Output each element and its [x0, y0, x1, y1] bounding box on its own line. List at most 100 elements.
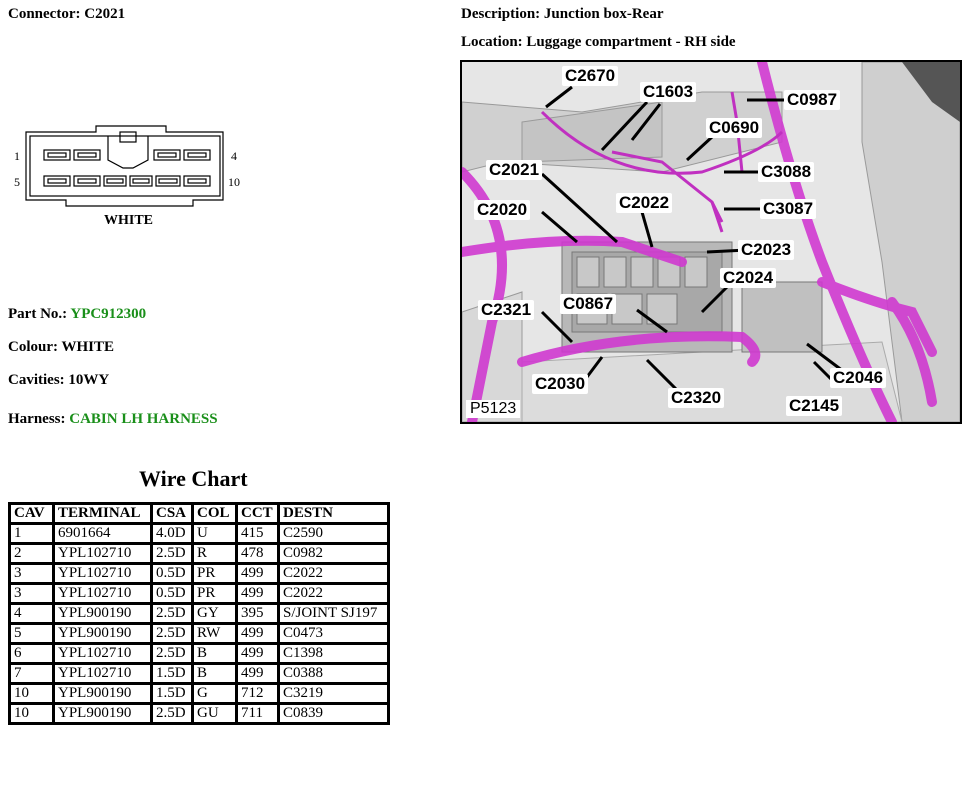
cell-cav: 10	[8, 682, 55, 705]
callout-c1603: C1603	[640, 82, 697, 102]
table-row: 3 YPL102710 0.5D PR 499 C2022	[8, 582, 390, 605]
cell-cav: 4	[8, 602, 55, 625]
cell-destn: C0388	[277, 662, 390, 685]
photo-plate-number: P5123	[466, 400, 521, 418]
location-photo: C2670 C1603 C0987 C0690 C3088 C2021 C308…	[460, 60, 962, 424]
cell-col: RW	[191, 622, 238, 645]
table-row: 5 YPL900190 2.5D RW 499 C0473	[8, 622, 390, 645]
callout-c2023: C2023	[738, 240, 795, 260]
col-destn: DESTN	[277, 502, 390, 525]
callout-c0987: C0987	[784, 90, 841, 110]
harness-line: Harness: CABIN LH HARNESS	[8, 411, 218, 428]
cell-csa: 2.5D	[150, 622, 194, 645]
table-row: 7 YPL102710 1.5D B 499 C0388	[8, 662, 390, 685]
cell-csa: 2.5D	[150, 602, 194, 625]
table-row: 3 YPL102710 0.5D PR 499 C2022	[8, 562, 390, 585]
cell-cct: 499	[235, 642, 280, 665]
callout-c2022: C2022	[616, 193, 673, 213]
cell-col: B	[191, 642, 238, 665]
cell-cav: 1	[8, 522, 55, 545]
cell-cav: 2	[8, 542, 55, 565]
table-row: 1 6901664 4.0D U 415 C2590	[8, 522, 390, 545]
location-label: Location:	[461, 34, 523, 50]
cell-cct: 499	[235, 562, 280, 585]
callout-c2021: C2021	[486, 160, 543, 180]
location-value: Luggage compartment - RH side	[526, 34, 736, 50]
pin-label-5: 5	[14, 175, 20, 189]
cell-cct: 711	[235, 702, 280, 725]
cell-cav: 3	[8, 582, 55, 605]
cell-terminal: YPL900190	[52, 702, 153, 725]
callout-c2030: C2030	[532, 374, 589, 394]
callout-c2024: C2024	[720, 268, 777, 288]
col-col: COL	[191, 502, 238, 525]
cell-terminal: YPL102710	[52, 542, 153, 565]
callout-c2020: C2020	[474, 200, 531, 220]
cell-destn: S/JOINT SJ197	[277, 602, 390, 625]
cell-destn: C3219	[277, 682, 390, 705]
pin-label-4: 4	[231, 149, 237, 163]
cavities-value: 10WY	[68, 372, 110, 388]
cell-destn: C0839	[277, 702, 390, 725]
cell-col: GU	[191, 702, 238, 725]
wire-chart-table: CAV TERMINAL CSA COL CCT DESTN 1 6901664…	[8, 502, 390, 725]
cell-col: R	[191, 542, 238, 565]
table-row: 10 YPL900190 1.5D G 712 C3219	[8, 682, 390, 705]
cell-cav: 7	[8, 662, 55, 685]
cell-csa: 1.5D	[150, 682, 194, 705]
location-line: Location: Luggage compartment - RH side	[461, 34, 736, 51]
cell-terminal: YPL900190	[52, 602, 153, 625]
cavities-line: Cavities: 10WY	[8, 372, 109, 389]
colour-line: Colour: WHITE	[8, 339, 114, 356]
wire-chart-title: Wire Chart	[139, 466, 248, 491]
cell-csa: 2.5D	[150, 702, 194, 725]
description-label: Description:	[461, 6, 541, 22]
connector-line: Connector: C2021	[8, 6, 125, 23]
cell-cct: 499	[235, 582, 280, 605]
cell-terminal: YPL102710	[52, 582, 153, 605]
harness-link[interactable]: CABIN LH HARNESS	[69, 411, 218, 427]
cell-col: B	[191, 662, 238, 685]
description-line: Description: Junction box-Rear	[461, 6, 664, 23]
cell-csa: 1.5D	[150, 662, 194, 685]
pin-label-10: 10	[228, 175, 240, 189]
cell-col: PR	[191, 582, 238, 605]
cell-cav: 3	[8, 562, 55, 585]
cell-cav: 6	[8, 642, 55, 665]
colour-label: Colour:	[8, 339, 58, 355]
cell-destn: C0473	[277, 622, 390, 645]
cavities-label: Cavities:	[8, 372, 65, 388]
colour-value: WHITE	[61, 339, 114, 355]
cell-csa: 4.0D	[150, 522, 194, 545]
col-cav: CAV	[8, 502, 55, 525]
part-no-line: Part No.: YPC912300	[8, 306, 146, 323]
connector-label: Connector:	[8, 6, 81, 22]
cell-terminal: YPL102710	[52, 642, 153, 665]
cell-cct: 712	[235, 682, 280, 705]
cell-destn: C2590	[277, 522, 390, 545]
cell-terminal: YPL900190	[52, 682, 153, 705]
cell-destn: C0982	[277, 542, 390, 565]
cell-cct: 499	[235, 662, 280, 685]
cell-cct: 395	[235, 602, 280, 625]
harness-label: Harness:	[8, 411, 66, 427]
cell-col: U	[191, 522, 238, 545]
connector-diagram: 1 4 5 10 WHITE	[14, 125, 240, 228]
description-value: Junction box-Rear	[543, 6, 664, 22]
table-row: 4 YPL900190 2.5D GY 395 S/JOINT SJ197	[8, 602, 390, 625]
table-row: 2 YPL102710 2.5D R 478 C0982	[8, 542, 390, 565]
callout-c0867: C0867	[560, 294, 617, 314]
cell-csa: 2.5D	[150, 642, 194, 665]
cell-csa: 0.5D	[150, 582, 194, 605]
callout-c2145: C2145	[786, 396, 843, 416]
cell-terminal: YPL102710	[52, 562, 153, 585]
cell-cct: 415	[235, 522, 280, 545]
cell-csa: 2.5D	[150, 542, 194, 565]
connector-value: C2021	[84, 6, 126, 22]
cell-cav: 5	[8, 622, 55, 645]
cell-terminal: YPL102710	[52, 662, 153, 685]
callout-c2321: C2321	[478, 300, 535, 320]
table-row: 10 YPL900190 2.5D GU 711 C0839	[8, 702, 390, 725]
part-no-link[interactable]: YPC912300	[70, 306, 147, 322]
pin-label-1: 1	[14, 149, 20, 163]
